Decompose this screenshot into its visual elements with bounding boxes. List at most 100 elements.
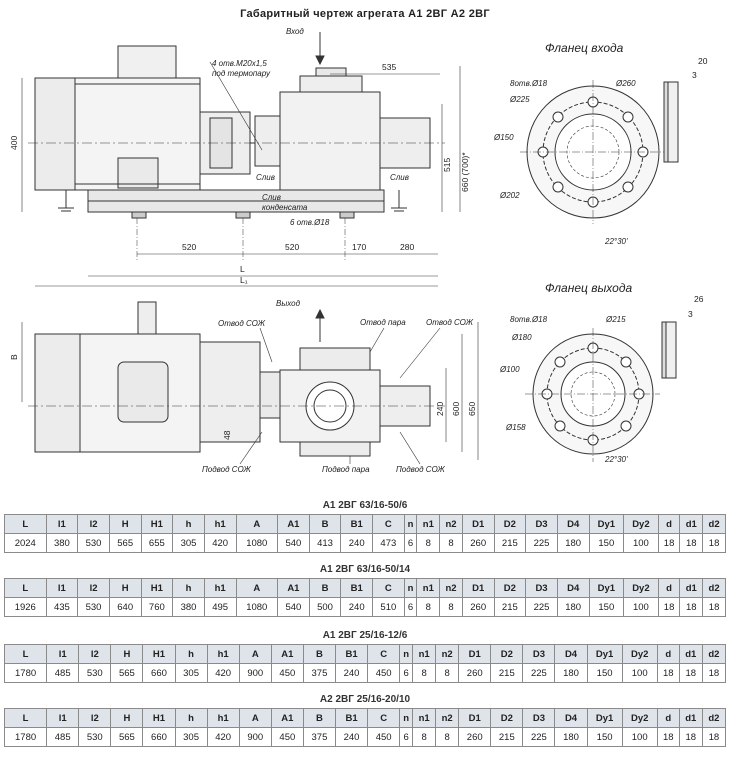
outlet-flange: Фланец выхода 8отв.Ø18 Ø215 Ø180 Ø100 Ø1… (499, 281, 704, 464)
outlet-d100: Ø100 (499, 365, 520, 374)
table-header-cell: D2 (490, 708, 524, 728)
table-header-cell: H1 (142, 644, 176, 664)
table-header-cell: H (108, 514, 142, 534)
table-header-cell: H1 (140, 578, 174, 598)
outlet-t3: 3 (688, 309, 693, 319)
table-cell: 18 (701, 727, 727, 747)
table-cell: 380 (45, 533, 79, 553)
table-cell: 375 (302, 727, 337, 747)
table-header-cell: Dy2 (621, 708, 658, 728)
table-cell: 260 (458, 663, 492, 683)
table-cell: 1926 (4, 597, 47, 617)
table-cell: 240 (340, 597, 374, 617)
table-header-cell: n1 (416, 578, 441, 598)
table-header-cell: d1 (678, 708, 703, 728)
inlet-flange-title: Фланец входа (545, 41, 624, 55)
table-header-cell: l1 (45, 578, 79, 598)
table-header-cell: D2 (490, 644, 524, 664)
table-cell: 495 (203, 597, 237, 617)
table-header-cell: h (172, 514, 205, 534)
table-cell: 8 (416, 597, 441, 617)
table-cell: 420 (206, 727, 240, 747)
inlet-d260: Ø260 (615, 79, 636, 88)
label-cool-in-1: Подвод СОЖ (202, 465, 251, 474)
inlet-d150: Ø150 (493, 133, 514, 142)
table-header-cell: d (656, 644, 680, 664)
table-cell: 8 (435, 663, 460, 683)
table-cell: 18 (679, 533, 704, 553)
table-cell: 18 (656, 663, 680, 683)
table-cell: 413 (308, 533, 342, 553)
table-cell: 215 (493, 533, 527, 553)
table-header-cell: Dy1 (588, 578, 625, 598)
table-cell: 6 (403, 533, 418, 553)
table-header-cell: H (108, 578, 142, 598)
label-holes: 6 отв.Ø18 (290, 218, 330, 227)
table-header-cell: Dy1 (586, 708, 623, 728)
dim-170: 170 (352, 242, 366, 252)
table-header-cell: B1 (340, 514, 374, 534)
table-title: А2 2ВГ 25/16-20/10 (319, 694, 411, 705)
table-cell: 18 (679, 597, 704, 617)
table-cell: 2024 (4, 533, 47, 553)
table-cell: 18 (701, 663, 727, 683)
table-cell: 215 (493, 597, 527, 617)
table-header-cell: d (656, 708, 680, 728)
table-cell: 100 (621, 663, 658, 683)
table-header-cell: n2 (435, 708, 460, 728)
outlet-d158: Ø158 (505, 423, 526, 432)
dim-535: 535 (382, 62, 396, 72)
table-cell: 150 (588, 597, 625, 617)
table-header-cell: D3 (522, 644, 556, 664)
table-cell: 565 (110, 727, 144, 747)
label-drain-2: Слив (390, 173, 409, 182)
table-cell: 305 (174, 663, 208, 683)
table-cell: 180 (556, 533, 590, 553)
table-header-cell: n (399, 644, 414, 664)
table-header-cell: n2 (439, 514, 463, 534)
inlet-t3: 3 (692, 70, 697, 80)
table-cell: 660 (142, 727, 176, 747)
table-header-cell: B1 (340, 578, 374, 598)
table-cell: 215 (490, 727, 524, 747)
table-cell: 18 (657, 597, 681, 617)
table-header-cell: D4 (554, 708, 588, 728)
table-cell: 1780 (3, 727, 48, 747)
table-cell: 420 (206, 663, 240, 683)
table-header-cell: C (367, 644, 401, 664)
table-header-cell: B1 (334, 708, 369, 728)
table-cell: 215 (490, 663, 524, 683)
table-cell: 8 (435, 727, 460, 747)
table-header-cell: n1 (412, 708, 437, 728)
table-cell: 150 (586, 727, 623, 747)
table-header-cell: H1 (140, 514, 174, 534)
table-cell: 225 (525, 597, 558, 617)
table-cell: 6 (403, 597, 418, 617)
table-header-cell: A (238, 708, 272, 728)
label-drain-1: Слив (256, 173, 275, 182)
table-header-cell: D2 (493, 514, 527, 534)
motor-terminal-box (117, 45, 177, 79)
table-header-cell: D3 (525, 514, 558, 534)
table-header-cell: l2 (78, 708, 112, 728)
table-cell: 485 (46, 663, 80, 683)
table-header-cell: n (403, 514, 418, 534)
inlet-flange: Фланец входа 8отв.Ø18 Ø260 Ø225 Ø150 Ø20… (493, 41, 708, 246)
table-cell: 450 (367, 727, 401, 747)
table-header-cell: n2 (435, 644, 460, 664)
top-view: 400 515 660 (700)* 535 Вход 4 отв.М20х1,… (9, 27, 470, 287)
table-header-cell: n1 (412, 644, 437, 664)
dim-520-b: 520 (285, 242, 299, 252)
table-header-cell: n1 (416, 514, 441, 534)
table-cell: 900 (238, 663, 272, 683)
table-cell: 530 (78, 663, 112, 683)
table-header-cell: Dy1 (586, 644, 623, 664)
table-cell: 530 (77, 533, 110, 553)
table-cell: 100 (623, 597, 659, 617)
inlet-angle: 22°30' (604, 237, 628, 246)
table-cell: 485 (46, 727, 80, 747)
